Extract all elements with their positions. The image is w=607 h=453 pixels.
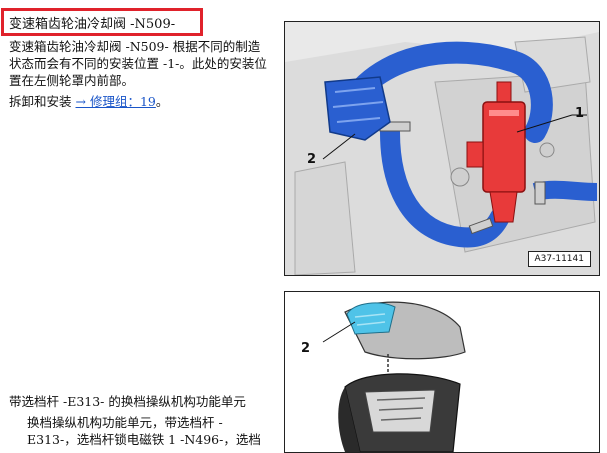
title-highlight-box <box>1 8 203 36</box>
repair-group-link[interactable]: → 修理组：19 <box>75 94 156 109</box>
section1-body: 变速箱齿轮油冷却阀 -N509- 根据不同的制造状态而会有不同的安装位置 -1-… <box>9 38 271 110</box>
callout-1: 1 <box>575 106 585 121</box>
removal-line: 拆卸和安装 → 修理组：19。 <box>9 93 271 110</box>
callout-2: 2 <box>307 152 317 167</box>
removal-suffix: 。 <box>155 94 169 109</box>
figure-cooling-valve: 1 2 A37-11141 <box>284 21 600 276</box>
shift-unit-illustration <box>285 292 599 452</box>
callout-2: 2 <box>301 341 311 356</box>
figure-shift-unit: 2 <box>284 291 600 453</box>
section1-description: 变速箱齿轮油冷却阀 -N509- 根据不同的制造状态而会有不同的安装位置 -1-… <box>9 39 267 88</box>
figure-number: A37-11141 <box>527 251 591 267</box>
cooling-valve-illustration <box>285 22 599 275</box>
section2-body: 带选档杆 -E313- 的换档操纵机构功能单元 换档操纵机构功能单元，带选档杆 … <box>9 393 271 448</box>
section2-heading: 带选档杆 -E313- 的换档操纵机构功能单元 <box>9 394 246 409</box>
removal-prefix: 拆卸和安装 <box>9 94 72 109</box>
section2-description: 换档操纵机构功能单元，带选档杆 -E313-，选档杆锁电磁铁 1 -N496-，… <box>27 415 261 447</box>
section-title: 变速箱齿轮油冷却阀 -N509- <box>9 17 176 32</box>
